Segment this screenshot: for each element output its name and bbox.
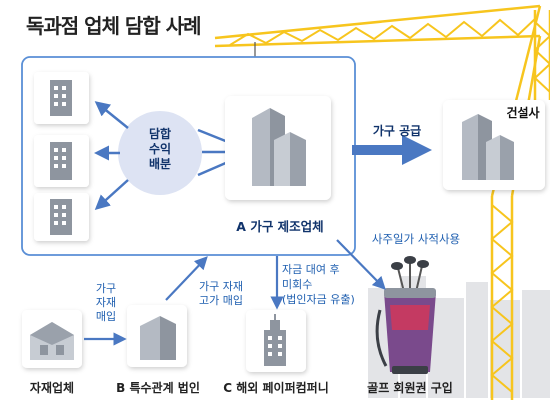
hub-name-label: A 가구 제조업체 — [236, 219, 324, 234]
golf-bag-icon — [375, 256, 436, 374]
supply-edge-label: 가구 공급 — [372, 124, 422, 138]
private-use-label: 사주일가 사적사용 — [371, 232, 461, 246]
supplier-node-label: 자재업체 — [29, 381, 75, 395]
diagram-title: 독과점 업체 담합 사례 — [26, 14, 201, 38]
distributor-building-icons — [50, 80, 72, 235]
factory-icon — [30, 322, 74, 360]
profit-split-bubble — [118, 111, 202, 195]
profit-split-label: 담합 수익 배분 — [148, 127, 172, 171]
distribution-arrows — [94, 101, 129, 211]
affiliate-node-label: B 특수관계 법인 — [116, 381, 200, 395]
construction-building-icon — [462, 114, 514, 180]
resell-materials-label: 가구 자재 고가 매입 — [199, 280, 243, 307]
paper-company-node-label: C 해외 페이퍼컴퍼니 — [223, 381, 329, 395]
paper-company-tower-icon — [264, 314, 286, 366]
construction-node-label: 건설사 — [506, 106, 540, 120]
hub-to-bubble-lines — [197, 128, 229, 177]
golf-node-label: 골프 회원권 구입 — [367, 381, 453, 395]
affiliate-building-icon — [140, 316, 176, 360]
flow-arrows — [84, 239, 386, 346]
buy-materials-label: 가구 자재 매입 — [95, 282, 117, 323]
loan-label: 자금 대여 후 미회수 (법인자금 유출) — [282, 263, 355, 306]
hub-building-icon — [252, 108, 306, 186]
